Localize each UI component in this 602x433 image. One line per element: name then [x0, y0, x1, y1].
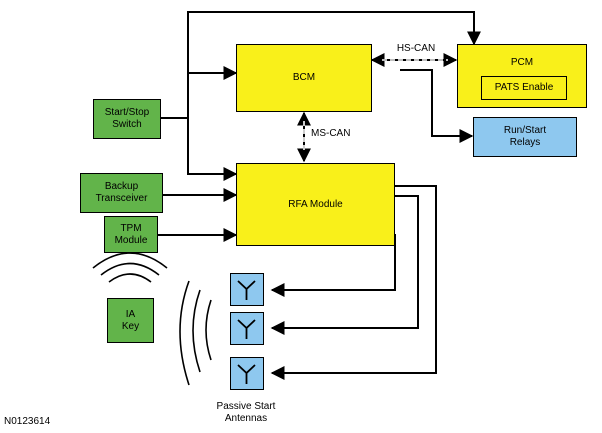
- ia-key-label: IA Key: [121, 308, 140, 332]
- line-rfa-to-antenna-1: [270, 234, 396, 297]
- line-bcm-to-relays: [400, 69, 474, 143]
- bcm-label: BCM: [292, 72, 316, 83]
- start-stop-switch: Start/Stop Switch: [93, 99, 161, 139]
- hs-can-label: HS-CAN: [396, 43, 436, 54]
- antenna-icon: [237, 319, 256, 339]
- ia-key: IA Key: [107, 298, 154, 343]
- line-rfa-to-antenna-2: [270, 195, 419, 335]
- rfa-module-label: RFA Module: [288, 198, 343, 210]
- backup-transceiver-label: Backup Transceiver: [95, 181, 148, 204]
- rfa-module: RFA Module: [236, 163, 395, 246]
- line-switch-to-rfa: [187, 118, 238, 181]
- passive-start-antennas-caption: Passive Start Antennas: [216, 401, 276, 424]
- antenna-icon: [237, 280, 256, 300]
- wireless-waves: [92, 252, 212, 386]
- bcm-module: BCM: [236, 44, 372, 112]
- pats-enable-label: PATS Enable: [494, 82, 554, 93]
- ms-can-label: MS-CAN: [311, 128, 351, 139]
- figure-id: N0123614: [4, 416, 51, 427]
- pcm-label: PCM: [510, 57, 534, 68]
- pats-enable-box: PATS Enable: [481, 76, 567, 100]
- antenna-icon: [237, 364, 256, 384]
- tpm-module: TPM Module: [104, 216, 158, 253]
- line-top-to-pcm: [187, 11, 481, 118]
- run-start-relays: Run/Start Relays: [473, 117, 577, 157]
- passive-start-antenna-2: [230, 312, 264, 345]
- start-stop-switch-label: Start/Stop Switch: [104, 107, 150, 130]
- passive-start-antenna-1: [230, 273, 264, 306]
- run-start-relays-label: Run/Start Relays: [503, 125, 547, 148]
- line-rfa-to-antenna-3: [270, 185, 437, 380]
- tpm-module-label: TPM Module: [114, 222, 148, 246]
- passive-start-antenna-3: [230, 357, 264, 390]
- backup-transceiver: Backup Transceiver: [80, 173, 163, 213]
